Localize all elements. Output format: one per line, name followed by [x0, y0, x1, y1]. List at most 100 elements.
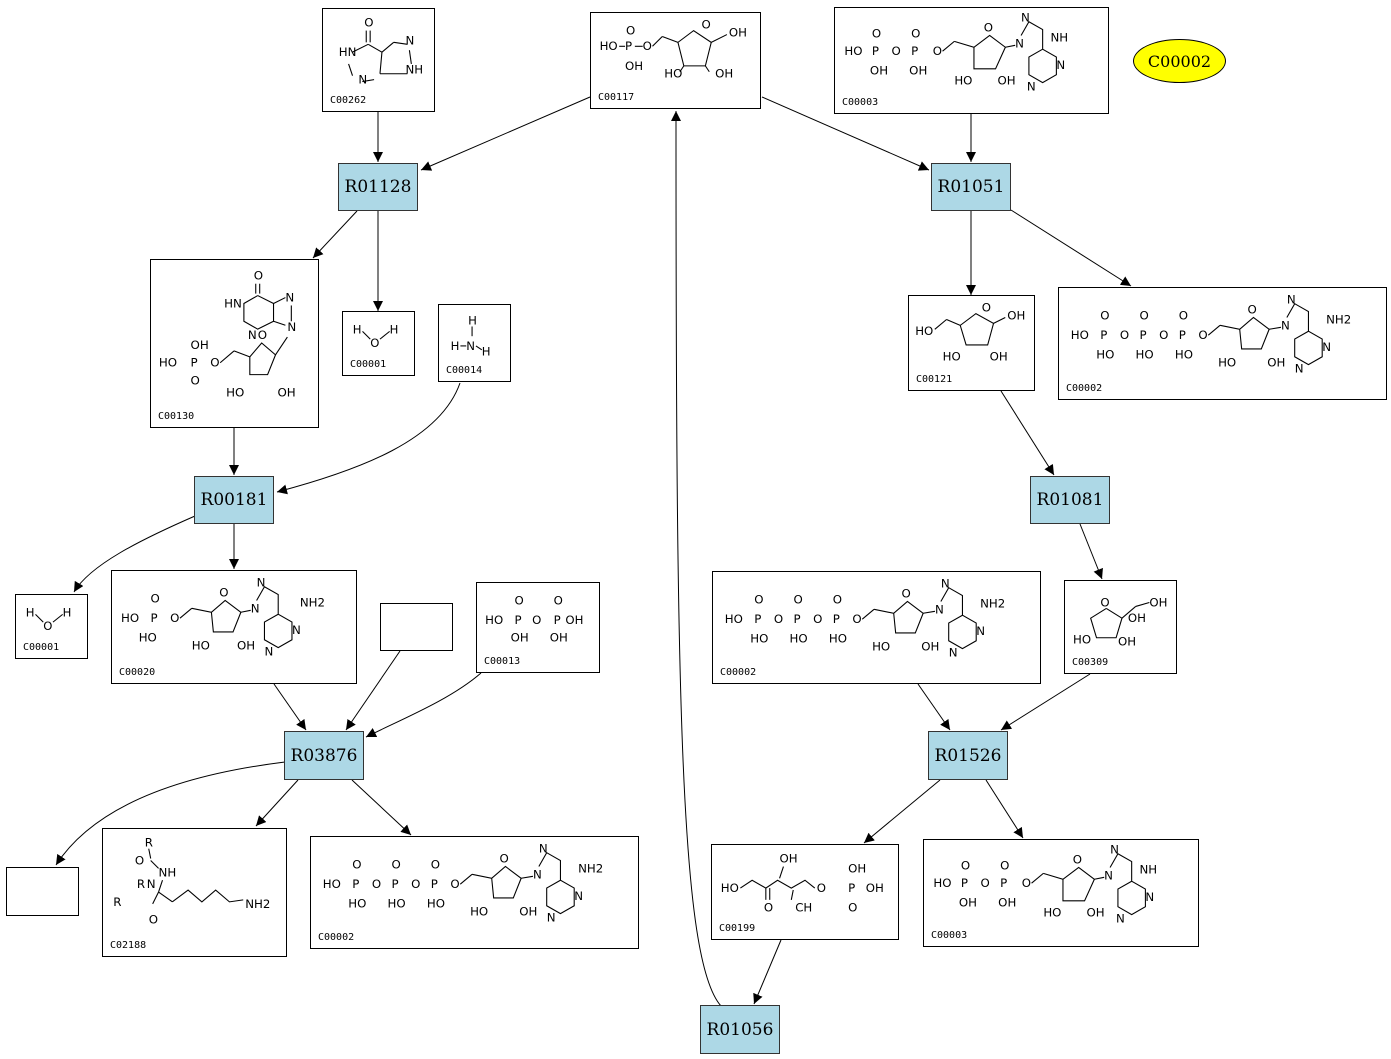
compound-id: C02188 [110, 940, 147, 951]
atom-label: O [1198, 328, 1207, 342]
atom-label: O [149, 913, 158, 927]
atom-label: N [533, 867, 542, 881]
atom-label: O [817, 881, 826, 895]
atom-label: N [1145, 890, 1154, 904]
compound-c00001-a[interactable]: H O H C00001 [342, 311, 415, 376]
compound-c00002-right[interactable]: HO P O HO O P O HO O P O HO O O HO OH N … [1058, 287, 1387, 400]
empty-compound-box[interactable] [6, 867, 79, 916]
compound-c00013[interactable]: O O HO P O P OH OH OH C00013 [476, 582, 600, 673]
atom-label: O [1022, 876, 1031, 890]
atom-label: N [251, 601, 260, 615]
atom-label: O [1248, 303, 1257, 317]
atom-label: NH2 [300, 595, 325, 609]
compound-id: C00262 [330, 95, 367, 106]
compound-c00199[interactable]: HO O OH CH O OH P OH O C00199 [711, 844, 899, 940]
atom-label: O [1179, 308, 1188, 322]
atom-label: N [976, 624, 985, 638]
atom-label: NH2 [1326, 312, 1351, 326]
compound-c00001-b[interactable]: H O H C00001 [15, 594, 88, 659]
reaction-r01056[interactable]: R01056 [700, 1005, 780, 1054]
reaction-r01526[interactable]: R01526 [928, 731, 1008, 780]
empty-compound-box[interactable] [380, 603, 453, 651]
edge-c00014-r00181 [276, 382, 461, 495]
atom-label: OH [511, 631, 529, 645]
atom-label: P [848, 881, 855, 895]
atom-label: P [1139, 328, 1146, 342]
atom-label: P [554, 613, 561, 627]
atom-label: O [626, 24, 635, 38]
atom-label: P [150, 611, 157, 625]
atom-label: N [147, 877, 156, 891]
edge-r01056-c00117 [671, 110, 722, 1007]
atom-label: O [43, 619, 52, 633]
edge-r03876-c00002 [351, 779, 412, 836]
amp-structure: O HO P HO O O HO OH N N NH2 N N [121, 576, 325, 659]
atom-label: O [411, 877, 420, 891]
compound-c00020[interactable]: O HO P HO O O HO OH N N NH2 N N C00020 [111, 570, 357, 684]
hypoxanthine-structure: O HN N NH N [339, 16, 423, 87]
atom-label: N [358, 73, 367, 87]
atom-label: N [292, 623, 301, 637]
highlighted-compound-c00002[interactable]: C00002 [1133, 39, 1226, 83]
reaction-r01081[interactable]: R01081 [1030, 476, 1110, 524]
atom-label: O [1073, 853, 1082, 867]
compound-c00130[interactable]: O HN N N N OH HO P O O O HO OH C00130 [150, 259, 319, 428]
water-structure: H O H [26, 605, 72, 633]
atom-label: N [1027, 79, 1036, 93]
protein-lysine-structure: R O NH NH2 N R R O [113, 836, 270, 927]
water-structure: H O H [353, 322, 399, 350]
atom-label: OH [1087, 906, 1105, 920]
atom-label: P [391, 877, 398, 891]
edge-r01081-c00309 [1079, 523, 1103, 580]
atom-label: H [63, 605, 72, 619]
atom-label: HO [721, 881, 739, 895]
compound-id: C00003 [931, 930, 968, 941]
reaction-r01051[interactable]: R01051 [931, 163, 1011, 211]
compound-c00003-top[interactable]: HO P O OH O P O OH O O HO OH N N NH N N … [834, 7, 1109, 114]
atom-label: N [287, 320, 296, 334]
atom-label: HO [725, 612, 743, 626]
compound-c00121[interactable]: HO O OH HO OH C00121 [908, 295, 1035, 391]
pyrophosphate-structure: O O HO P O P OH OH OH [485, 594, 583, 645]
atom-label: OH [959, 896, 977, 910]
atom-label: H [390, 322, 399, 336]
atom-label: O [532, 613, 541, 627]
atom-label: O [370, 336, 379, 350]
atom-label: H [482, 345, 491, 359]
atp-structure: HO P O HO O P O HO O P O HO O O HO OH N … [1071, 293, 1352, 376]
atom-label: R [137, 877, 145, 891]
atom-label: P [625, 39, 632, 53]
compound-c00262[interactable]: O HN N NH N C00262 [322, 8, 435, 112]
atom-label: N [1110, 843, 1119, 857]
compound-c00309[interactable]: O OH OH HO OH C00309 [1064, 580, 1177, 674]
atom-label: CH [795, 901, 812, 915]
compound-id: C00199 [719, 923, 756, 934]
reaction-r03876[interactable]: R03876 [284, 731, 364, 780]
atom-label: OH [990, 350, 1008, 364]
compound-id: C00001 [23, 642, 60, 653]
atom-label: O [911, 26, 920, 40]
atom-label: OH [191, 338, 209, 352]
atom-label: O [933, 44, 942, 58]
compound-c00002-mid[interactable]: HO P O HO O P O HO O P O HO O O HO OH N … [712, 571, 1041, 684]
atom-label: O [170, 611, 179, 625]
compound-c00117[interactable]: HO P O OH O O OH HO OH C00117 [590, 12, 761, 109]
reaction-r00181[interactable]: R00181 [194, 476, 274, 524]
compound-c00014[interactable]: H H N H C00014 [438, 304, 511, 382]
compound-c00002-bottom[interactable]: HO P O HO O P O HO O P O HO O O HO OH N … [310, 836, 639, 949]
compound-id: C00013 [484, 656, 521, 667]
atom-label: HO [226, 385, 244, 399]
atom-label: O [892, 44, 901, 58]
compound-c00003-bottom[interactable]: HO P O OH O P O OH O O HO OH N N NH N N … [923, 839, 1199, 947]
ribose-phosphate-structure: HO P O OH O O OH HO OH [600, 18, 747, 81]
atom-label: OH [998, 74, 1016, 88]
atom-label: OH [1149, 595, 1167, 609]
atom-label: O [813, 612, 822, 626]
atom-label: O [1139, 308, 1148, 322]
compound-c02188[interactable]: R O NH NH2 N R R O C02188 [102, 828, 287, 957]
atom-label: N [1287, 293, 1296, 307]
reaction-r01128[interactable]: R01128 [338, 163, 418, 211]
atom-label: P [961, 876, 968, 890]
atom-label: O [1100, 595, 1109, 609]
